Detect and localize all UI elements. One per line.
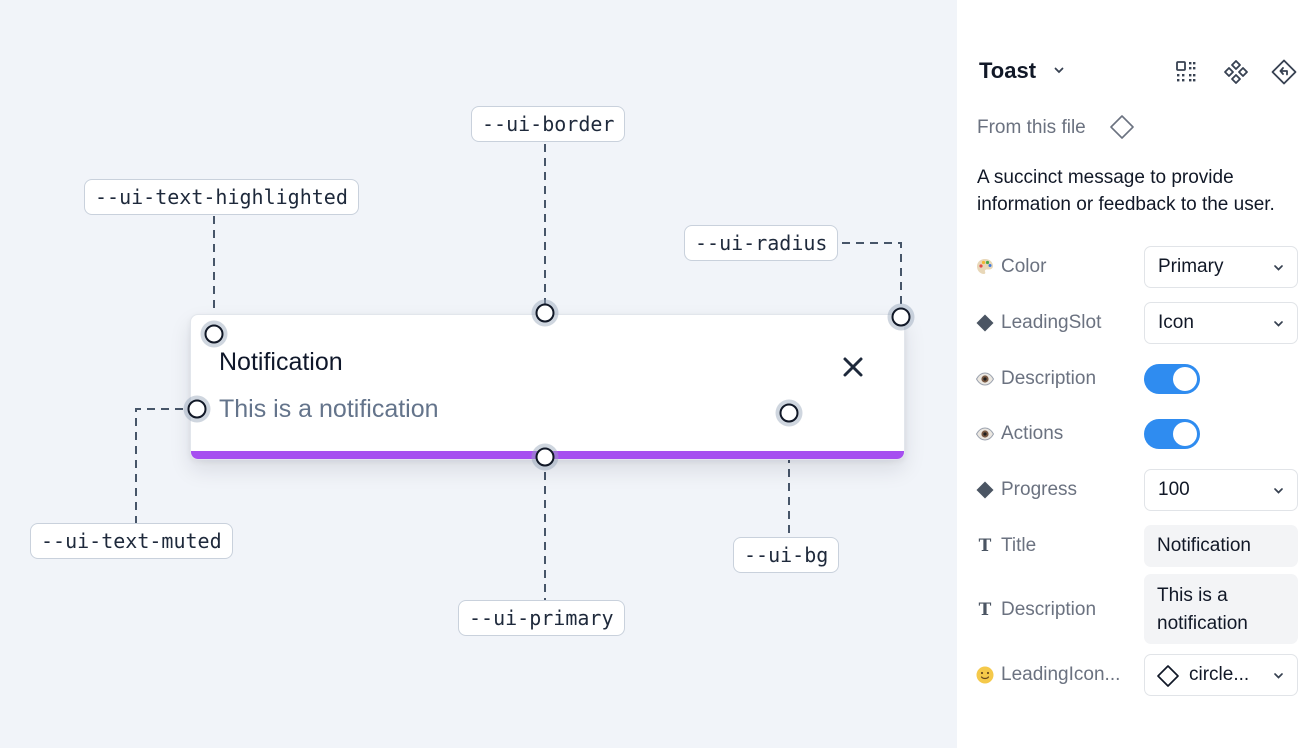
connector-text-muted (135, 408, 197, 524)
prop-label-description-toggle: Description (975, 368, 1096, 390)
chevron-down-icon (1274, 488, 1283, 494)
prop-label-color: Color (975, 256, 1046, 278)
chevron-down-icon (1274, 673, 1283, 679)
token-label-border: --ui-border (471, 106, 626, 142)
connector-radius (828, 242, 902, 317)
component-description: A succinct message to provide informatio… (977, 167, 1275, 215)
prop-label-leading-slot: LeadingSlot (975, 312, 1101, 334)
prop-label-text: Title (1001, 535, 1037, 556)
palette-icon (977, 259, 993, 274)
chevron-down-icon (1274, 321, 1283, 327)
prop-label-description-text: T Description (975, 599, 1096, 621)
component-name[interactable]: Toast (979, 58, 1037, 83)
properties-panel: Toast From this file (957, 0, 1312, 748)
token-label-radius: --ui-radius (684, 225, 839, 261)
text-type-icon: T (978, 600, 992, 620)
diamond-icon (1157, 665, 1179, 687)
color-select[interactable]: Primary (1144, 246, 1298, 288)
toast-description: This is a notification (219, 395, 439, 423)
color-select-value: Primary (1158, 256, 1224, 277)
description-toggle[interactable] (1144, 364, 1200, 394)
prop-label-actions-toggle: Actions (975, 423, 1063, 445)
token-label-text-muted: --ui-text-muted (30, 523, 233, 559)
actions-toggle[interactable] (1144, 419, 1200, 449)
toggle-knob (1173, 422, 1197, 446)
leading-icon-select-value: circle... (1189, 664, 1250, 685)
prop-label-text: LeadingSlot (1001, 312, 1102, 333)
prop-label-progress: Progress (975, 479, 1077, 501)
eye-icon (975, 427, 995, 441)
grid-icon[interactable] (1173, 58, 1201, 86)
leading-slot-select[interactable]: Icon (1144, 302, 1298, 344)
reset-icon[interactable] (1270, 58, 1298, 86)
anchor-primary (535, 447, 555, 467)
anchor-border (535, 303, 555, 323)
progress-select-value: 100 (1158, 479, 1190, 500)
token-label-bg: --ui-bg (733, 537, 840, 573)
chevron-down-icon (1274, 265, 1283, 271)
prop-label-text: Color (1001, 256, 1047, 277)
text-type-icon: T (978, 536, 992, 556)
diamond-icon[interactable] (1109, 114, 1135, 140)
eye-icon (975, 372, 995, 386)
diamond-filled-icon (976, 481, 994, 499)
prop-label-title: T Title (975, 535, 1037, 557)
title-text-input[interactable]: Notification (1144, 525, 1298, 567)
design-canvas[interactable]: Notification This is a notification --ui… (0, 0, 957, 748)
anchor-text-highlighted (204, 324, 224, 344)
token-label-text-highlighted: --ui-text-highlighted (84, 179, 359, 215)
prop-label-text: LeadingIcon... (1001, 664, 1121, 685)
component-icon[interactable] (1222, 58, 1250, 86)
anchor-radius (891, 307, 911, 327)
toggle-knob (1173, 367, 1197, 391)
from-this-file-label: From this file (977, 117, 1086, 138)
token-label-primary: --ui-primary (458, 600, 625, 636)
prop-label-text: Actions (1001, 423, 1064, 444)
prop-label-leading-icon: LeadingIcon... (975, 664, 1120, 686)
progress-select[interactable]: 100 (1144, 469, 1298, 511)
toast-title: Notification (219, 348, 343, 376)
leading-slot-select-value: Icon (1158, 312, 1194, 333)
leading-icon-select[interactable]: circle... (1144, 654, 1298, 696)
prop-label-text: Description (1001, 368, 1097, 389)
prop-label-text: Description (1001, 599, 1097, 620)
prop-label-text: Progress (1001, 479, 1078, 500)
toast-preview[interactable]: Notification This is a notification (190, 314, 905, 460)
smiley-icon (976, 666, 994, 684)
description-text-input[interactable]: This is a notification (1144, 574, 1298, 644)
anchor-text-muted (187, 399, 207, 419)
close-icon[interactable] (839, 353, 867, 381)
chevron-down-icon[interactable] (1053, 64, 1065, 76)
anchor-bg (779, 403, 799, 423)
diamond-filled-icon (976, 314, 994, 332)
